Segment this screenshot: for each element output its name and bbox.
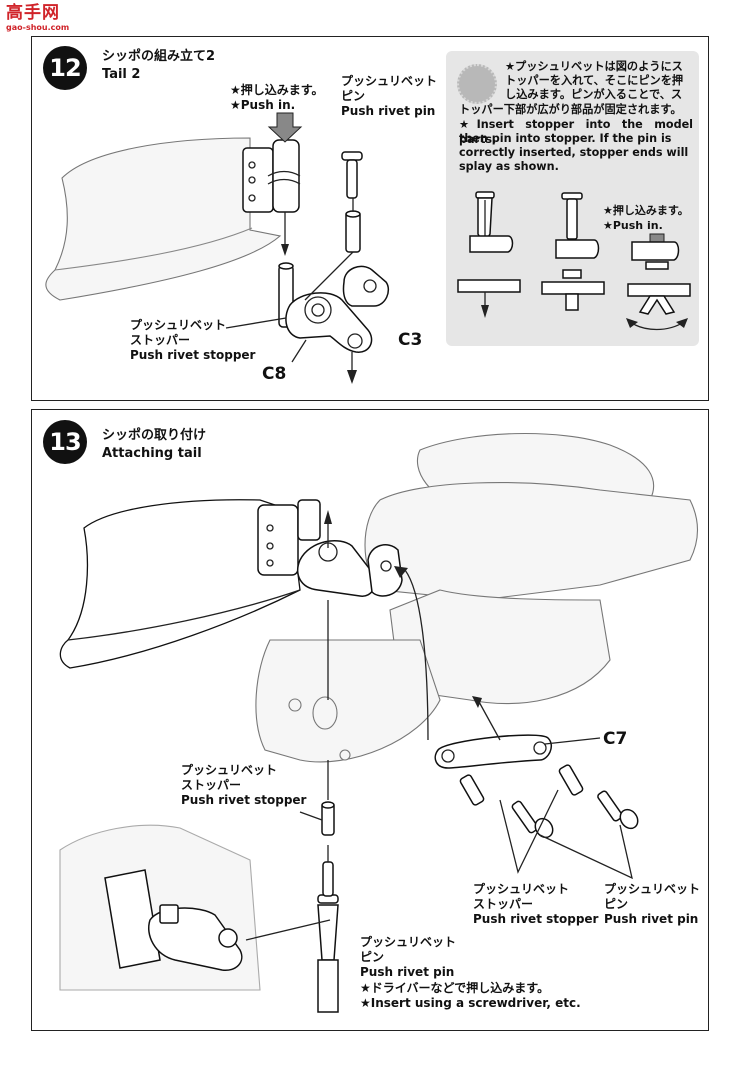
step-13-title-jp: シッポの取り付け: [102, 428, 207, 443]
stopper-right-jp-2: ストッパー: [473, 897, 534, 911]
push-in-jp-label: ★押し込みます。: [230, 83, 324, 97]
push-in-en-label: ★Push in.: [230, 98, 296, 112]
note-en-line-2: then pin into stopper. If the pin is: [459, 132, 672, 145]
part-c3-label: C3: [398, 330, 423, 350]
stopper-left-jp-2: ストッパー: [181, 778, 242, 792]
note-push-in-jp: ★押し込みます。: [603, 204, 689, 217]
pin-right-jp-2: ピン: [604, 897, 629, 911]
stopper-jp-label-1: プッシュリベット: [130, 318, 227, 332]
note-push-in-en: ★Push in.: [603, 219, 663, 232]
watermark-url: gao-shou.com: [6, 23, 70, 32]
note-en-line-4: splay as shown.: [459, 160, 559, 173]
step-12-title-en: Tail 2: [102, 67, 141, 82]
pin-bottom-en: Push rivet pin: [360, 965, 455, 979]
note-jp-line-4: トッパー下部が広がり部品が固定されます。: [459, 103, 682, 116]
driver-jp-note: ★ドライバーなどで押し込みます。: [360, 981, 550, 995]
pin-bottom-jp-2: ピン: [360, 950, 385, 964]
part-c7-label: C7: [603, 729, 628, 749]
stopper-left-jp-1: プッシュリベット: [181, 763, 278, 777]
stopper-right-jp-1: プッシュリベット: [473, 882, 570, 896]
watermark-logo: 高手网 gao-shou.com: [6, 4, 76, 34]
stopper-en-label: Push rivet stopper: [130, 348, 256, 362]
note-en-line-1: ★Insert stopper into the model parts,: [459, 118, 693, 146]
step-12-title-jp: シッポの組み立て2: [102, 49, 216, 64]
driver-en-note: ★Insert using a screwdriver, etc.: [360, 996, 581, 1010]
pin-jp-label-1: プッシュリベット: [341, 74, 438, 88]
stopper-left-en: Push rivet stopper: [181, 793, 307, 807]
pin-right-en: Push rivet pin: [604, 912, 699, 926]
stopper-right-en: Push rivet stopper: [473, 912, 599, 926]
pin-right-jp-1: プッシュリベット: [604, 882, 701, 896]
note-en-line-3: correctly inserted, stopper ends will: [459, 146, 689, 159]
part-c8-label: C8: [262, 364, 287, 384]
stopper-jp-label-2: ストッパー: [130, 333, 191, 347]
pin-bottom-jp-1: プッシュリベット: [360, 935, 457, 949]
note-jp-line-1: ★プッシュリベットは図のようにス: [505, 60, 683, 73]
rivet-seal-icon: [457, 64, 497, 104]
step-13-number: 13: [43, 420, 87, 464]
pin-en-label: Push rivet pin: [341, 104, 436, 118]
step-12-number: 12: [43, 46, 87, 90]
step-13-title-en: Attaching tail: [102, 446, 202, 461]
note-jp-line-2: トッパーを入れて、そこにピンを押: [505, 74, 684, 87]
watermark-brand: 高手网: [6, 3, 60, 23]
note-jp-line-3: し込みます。ピンが入ることで、ス: [505, 88, 683, 101]
pin-jp-label-2: ピン: [341, 89, 366, 103]
